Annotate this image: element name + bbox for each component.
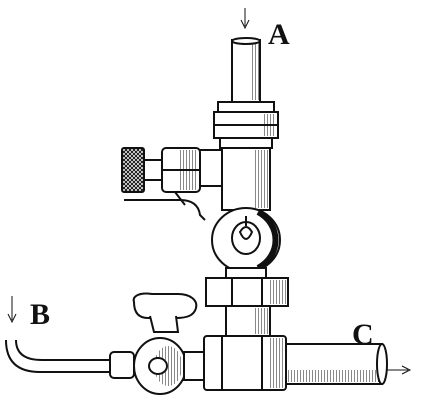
pipe-c: [285, 343, 388, 385]
label-c: C: [352, 318, 374, 351]
sight-glass: [211, 207, 281, 273]
lower-nut: [205, 267, 289, 307]
tee-fitting: [203, 335, 287, 391]
side-regulator: [121, 147, 223, 221]
outlet-arrow-c: [386, 365, 412, 375]
pipe-b: [5, 339, 110, 373]
stop-cock: [109, 292, 205, 395]
pipe-a: [231, 37, 261, 103]
upper-collar: [213, 101, 279, 149]
inlet-arrow-a: [240, 8, 250, 30]
label-b: B: [30, 298, 51, 331]
inlet-arrow-b: [7, 296, 17, 324]
valve-body: [221, 147, 271, 211]
label-a: A: [268, 18, 290, 51]
lower-neck: [225, 305, 271, 337]
